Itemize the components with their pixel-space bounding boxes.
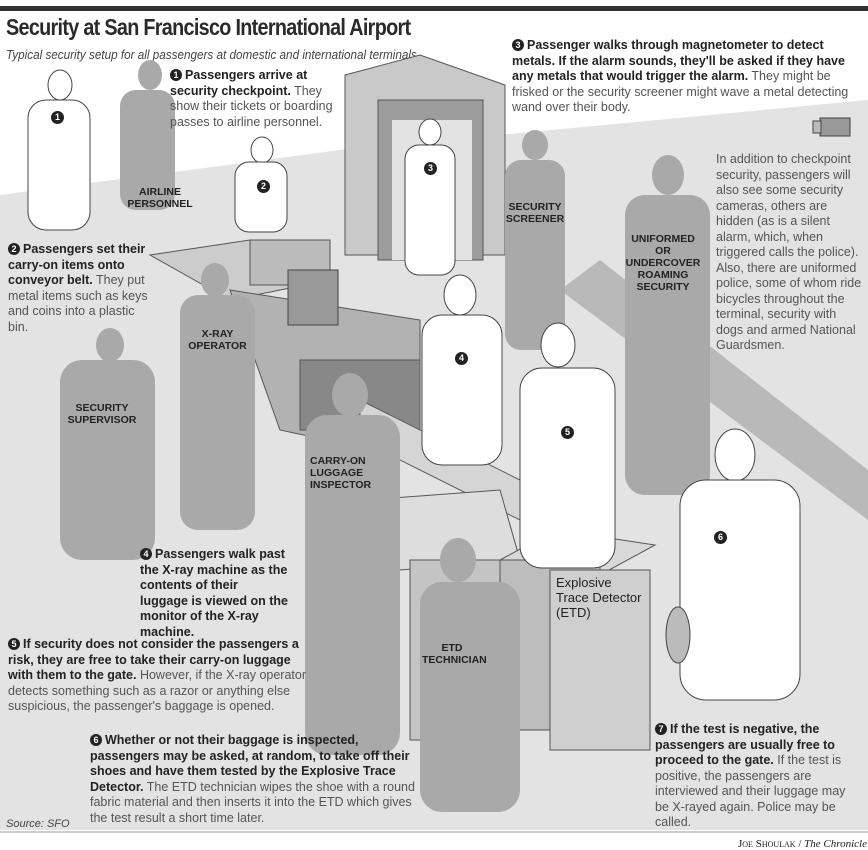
roaming-security-figure — [625, 155, 710, 495]
passenger-figure-3 — [404, 118, 456, 276]
side-note: In addition to checkpoint security, pass… — [716, 152, 862, 352]
page-subtitle: Typical security setup for all passenger… — [6, 47, 421, 62]
label-xray-operator: X-RAY OPERATOR — [188, 328, 247, 352]
passenger-figure-4 — [421, 274, 503, 466]
security-camera-icon — [812, 117, 851, 137]
label-luggage-inspector: CARRY-ON LUGGAGE INSPECTOR — [310, 455, 372, 491]
luggage-inspector-figure — [305, 373, 400, 755]
label-etd-technician: ETD TECHNICIAN — [422, 642, 487, 666]
top-rule — [0, 6, 868, 11]
figure-number-1: 1 — [51, 111, 64, 124]
xray-operator-figure — [180, 263, 255, 530]
label-airline-personnel: AIRLINE PERSONNEL — [127, 186, 193, 210]
credit-line: Joe Shoulak / The Chronicle — [738, 838, 867, 850]
security-screener-figure — [505, 130, 565, 350]
passenger-figure-1 — [27, 69, 91, 231]
label-etd-machine: Explosive Trace Detector (ETD) — [556, 575, 642, 620]
label-security-screener: SECURITY SCREENER — [505, 201, 565, 225]
figure-number-2: 2 — [257, 180, 270, 193]
figure-number-3: 3 — [424, 162, 437, 175]
passenger-figure-2 — [234, 136, 288, 233]
label-roaming-security: UNIFORMED OR UNDERCOVER ROAMING SECURITY — [625, 233, 701, 293]
label-security-supervisor: SECURITY SUPERVISOR — [67, 402, 137, 426]
security-supervisor-figure — [60, 328, 155, 560]
page-title: Security at San Francisco International … — [6, 14, 411, 40]
source-note: Source: SFO — [6, 818, 70, 830]
airline-personnel-figure — [120, 60, 175, 210]
figure-number-5: 5 — [561, 426, 574, 439]
etd-technician-figure — [420, 538, 520, 812]
figure-number-6: 6 — [714, 531, 727, 544]
passenger-figure-6 — [665, 428, 801, 701]
figure-number-4: 4 — [455, 352, 468, 365]
passenger-figure-5 — [519, 322, 616, 569]
